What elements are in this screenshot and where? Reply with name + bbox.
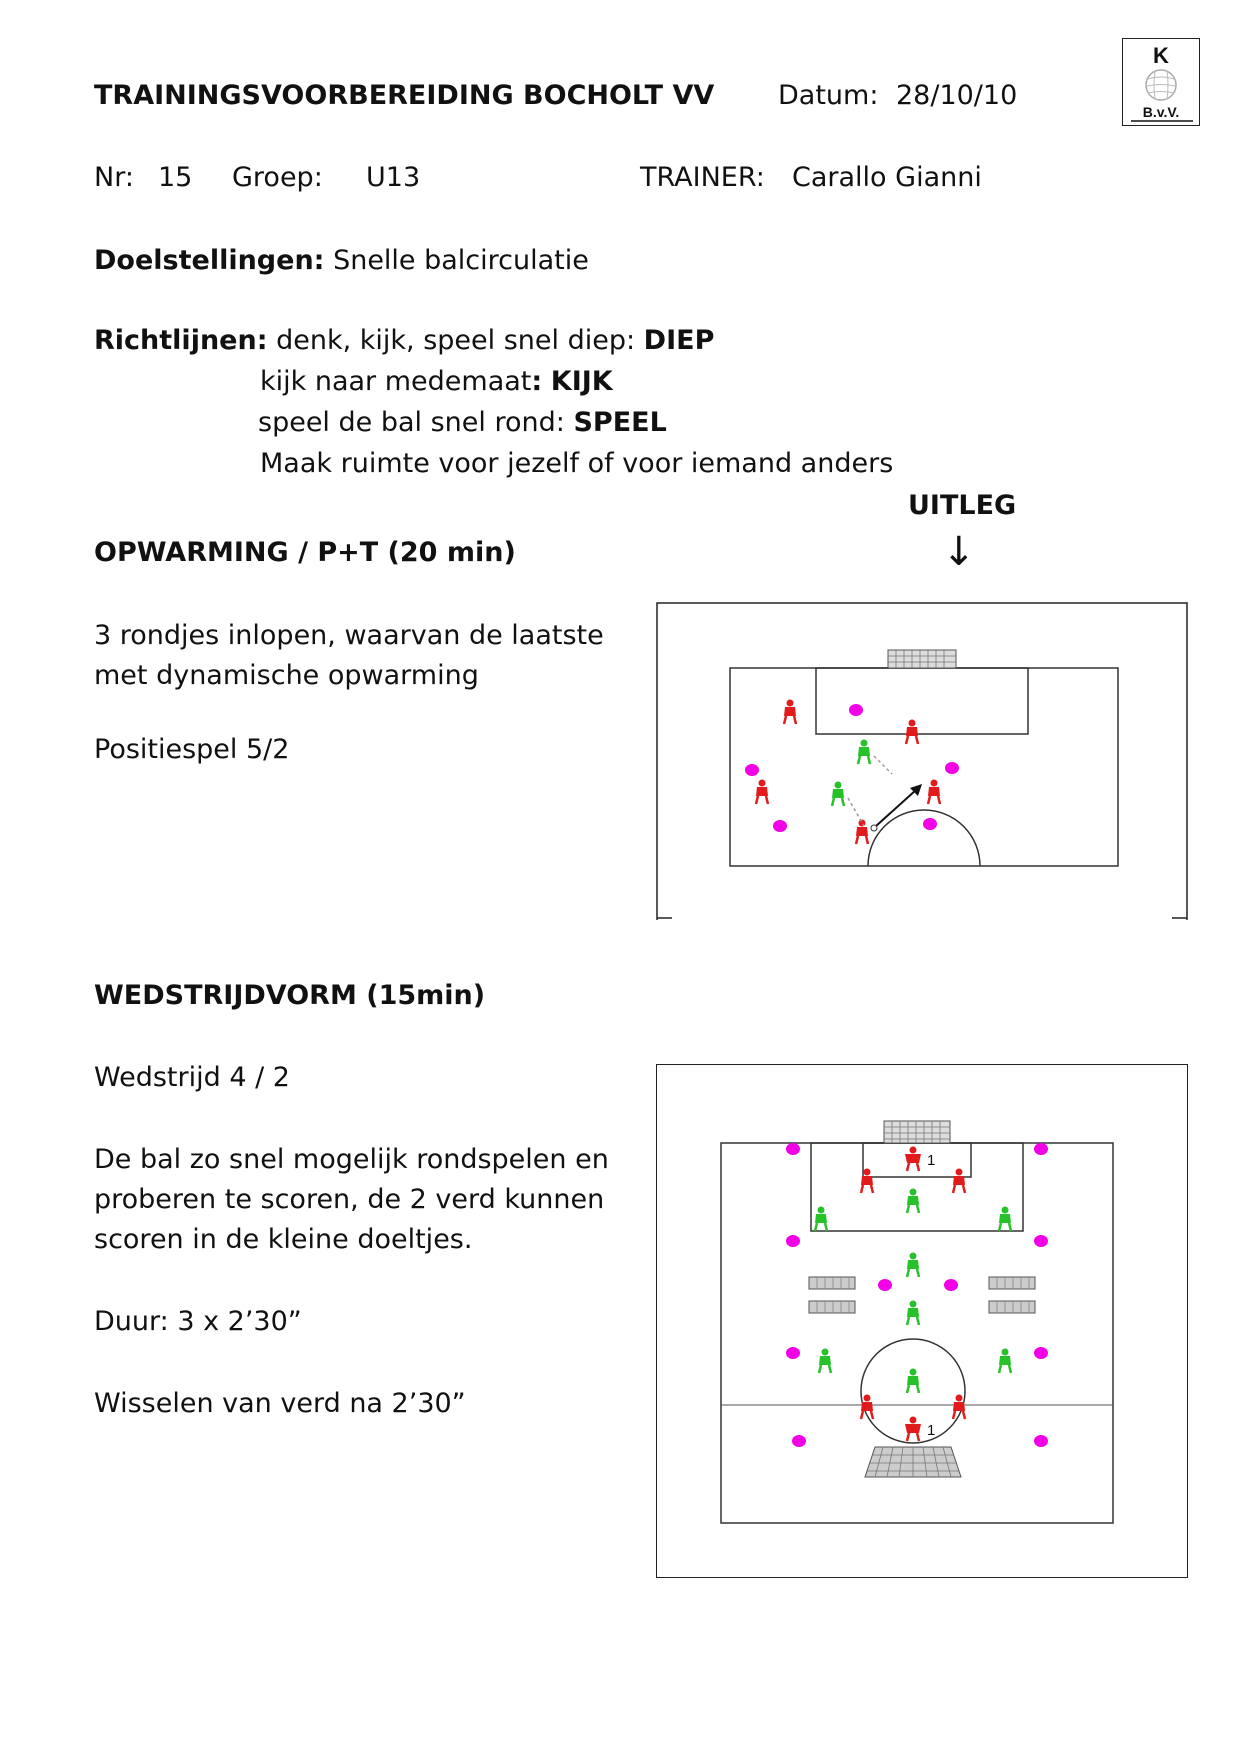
doelstellingen-label: Doelstellingen: (94, 245, 325, 276)
richtlijn-2-colon: : (531, 366, 543, 397)
opwarming-heading: OPWARMING / P+T (20 min) (94, 537, 516, 568)
uitleg-arrow: ↓ (942, 529, 976, 575)
richtlijnen-row-3: speel de bal snel rond: SPEEL (258, 409, 667, 436)
club-logo: K B.v.V. (1122, 38, 1200, 126)
wedstrijd-line: Wedstrijd 4 / 2 (94, 1062, 290, 1093)
trainer-label: TRAINER: (640, 162, 765, 193)
keeper-bottom-number: 1 (927, 1422, 935, 1439)
wedstrijd-diagram: 1 1 (656, 1064, 1188, 1578)
small-goals (808, 1276, 1036, 1314)
cones (786, 1143, 1048, 1447)
datum-label: Datum: (778, 80, 879, 111)
richtlijnen-row-1: Richtlijnen: denk, kijk, speel snel diep… (94, 327, 714, 354)
richtlijnen-row-4: Maak ruimte voor jezelf of voor iemand a… (260, 448, 894, 479)
attackers (754, 699, 942, 845)
positiespel-field (656, 602, 1188, 920)
nr-value: 15 (158, 162, 193, 193)
richtlijn-3-key: SPEEL (573, 407, 667, 438)
positiespel-diagram (656, 602, 1188, 920)
richtlijn-2-text: kijk naar medemaat (260, 366, 532, 397)
groep-label: Groep: (232, 162, 323, 193)
svg-text:K: K (1153, 43, 1169, 68)
wedstrijdvorm-heading: WEDSTRIJDVORM (15min) (94, 980, 486, 1011)
defenders (830, 739, 872, 807)
trainer-value: Carallo Gianni (792, 162, 982, 193)
doelstellingen-value: Snelle balcirculatie (333, 245, 589, 276)
richtlijn-2-key: KIJK (550, 366, 613, 397)
duur-line: Duur: 3 x 2’30” (94, 1306, 302, 1337)
attackers (859, 1146, 967, 1442)
opwarming-line-1: 3 rondjes inlopen, waarvan de laatste (94, 620, 604, 651)
uitleg-line-2: proberen te scoren, de 2 verd kunnen (94, 1184, 605, 1215)
defenders (813, 1188, 1013, 1394)
document-title: TRAININGSVOORBEREIDING BOCHOLT VV (94, 80, 715, 111)
groep-value: U13 (366, 162, 421, 193)
positiespel-line: Positiespel 5/2 (94, 734, 290, 765)
wisselen-line: Wisselen van verd na 2’30” (94, 1388, 466, 1419)
richtlijn-1-key: DIEP (643, 325, 715, 356)
opwarming-line-2: met dynamische opwarming (94, 660, 479, 691)
datum-value: 28/10/10 (896, 80, 1018, 111)
uitleg-label: UITLEG (908, 490, 1017, 521)
keeper-top-number: 1 (927, 1152, 935, 1169)
richtlijn-1-text: denk, kijk, speel snel diep: (276, 325, 636, 356)
uitleg-line-3: scoren in de kleine doeltjes. (94, 1224, 473, 1255)
richtlijnen-label: Richtlijnen: (94, 325, 268, 356)
svg-text:B.v.V.: B.v.V. (1143, 104, 1180, 120)
uitleg-line-1: De bal zo snel mogelijk rondspelen en (94, 1144, 609, 1175)
richtlijn-3-text: speel de bal snel rond: (258, 407, 565, 438)
nr-label: Nr: (94, 162, 134, 193)
richtlijnen-row-2: kijk naar medemaat: KIJK (260, 368, 613, 395)
doelstellingen-row: Doelstellingen: Snelle balcirculatie (94, 247, 589, 274)
wedstrijd-field: 1 1 (720, 1120, 1114, 1524)
cones (745, 704, 959, 832)
